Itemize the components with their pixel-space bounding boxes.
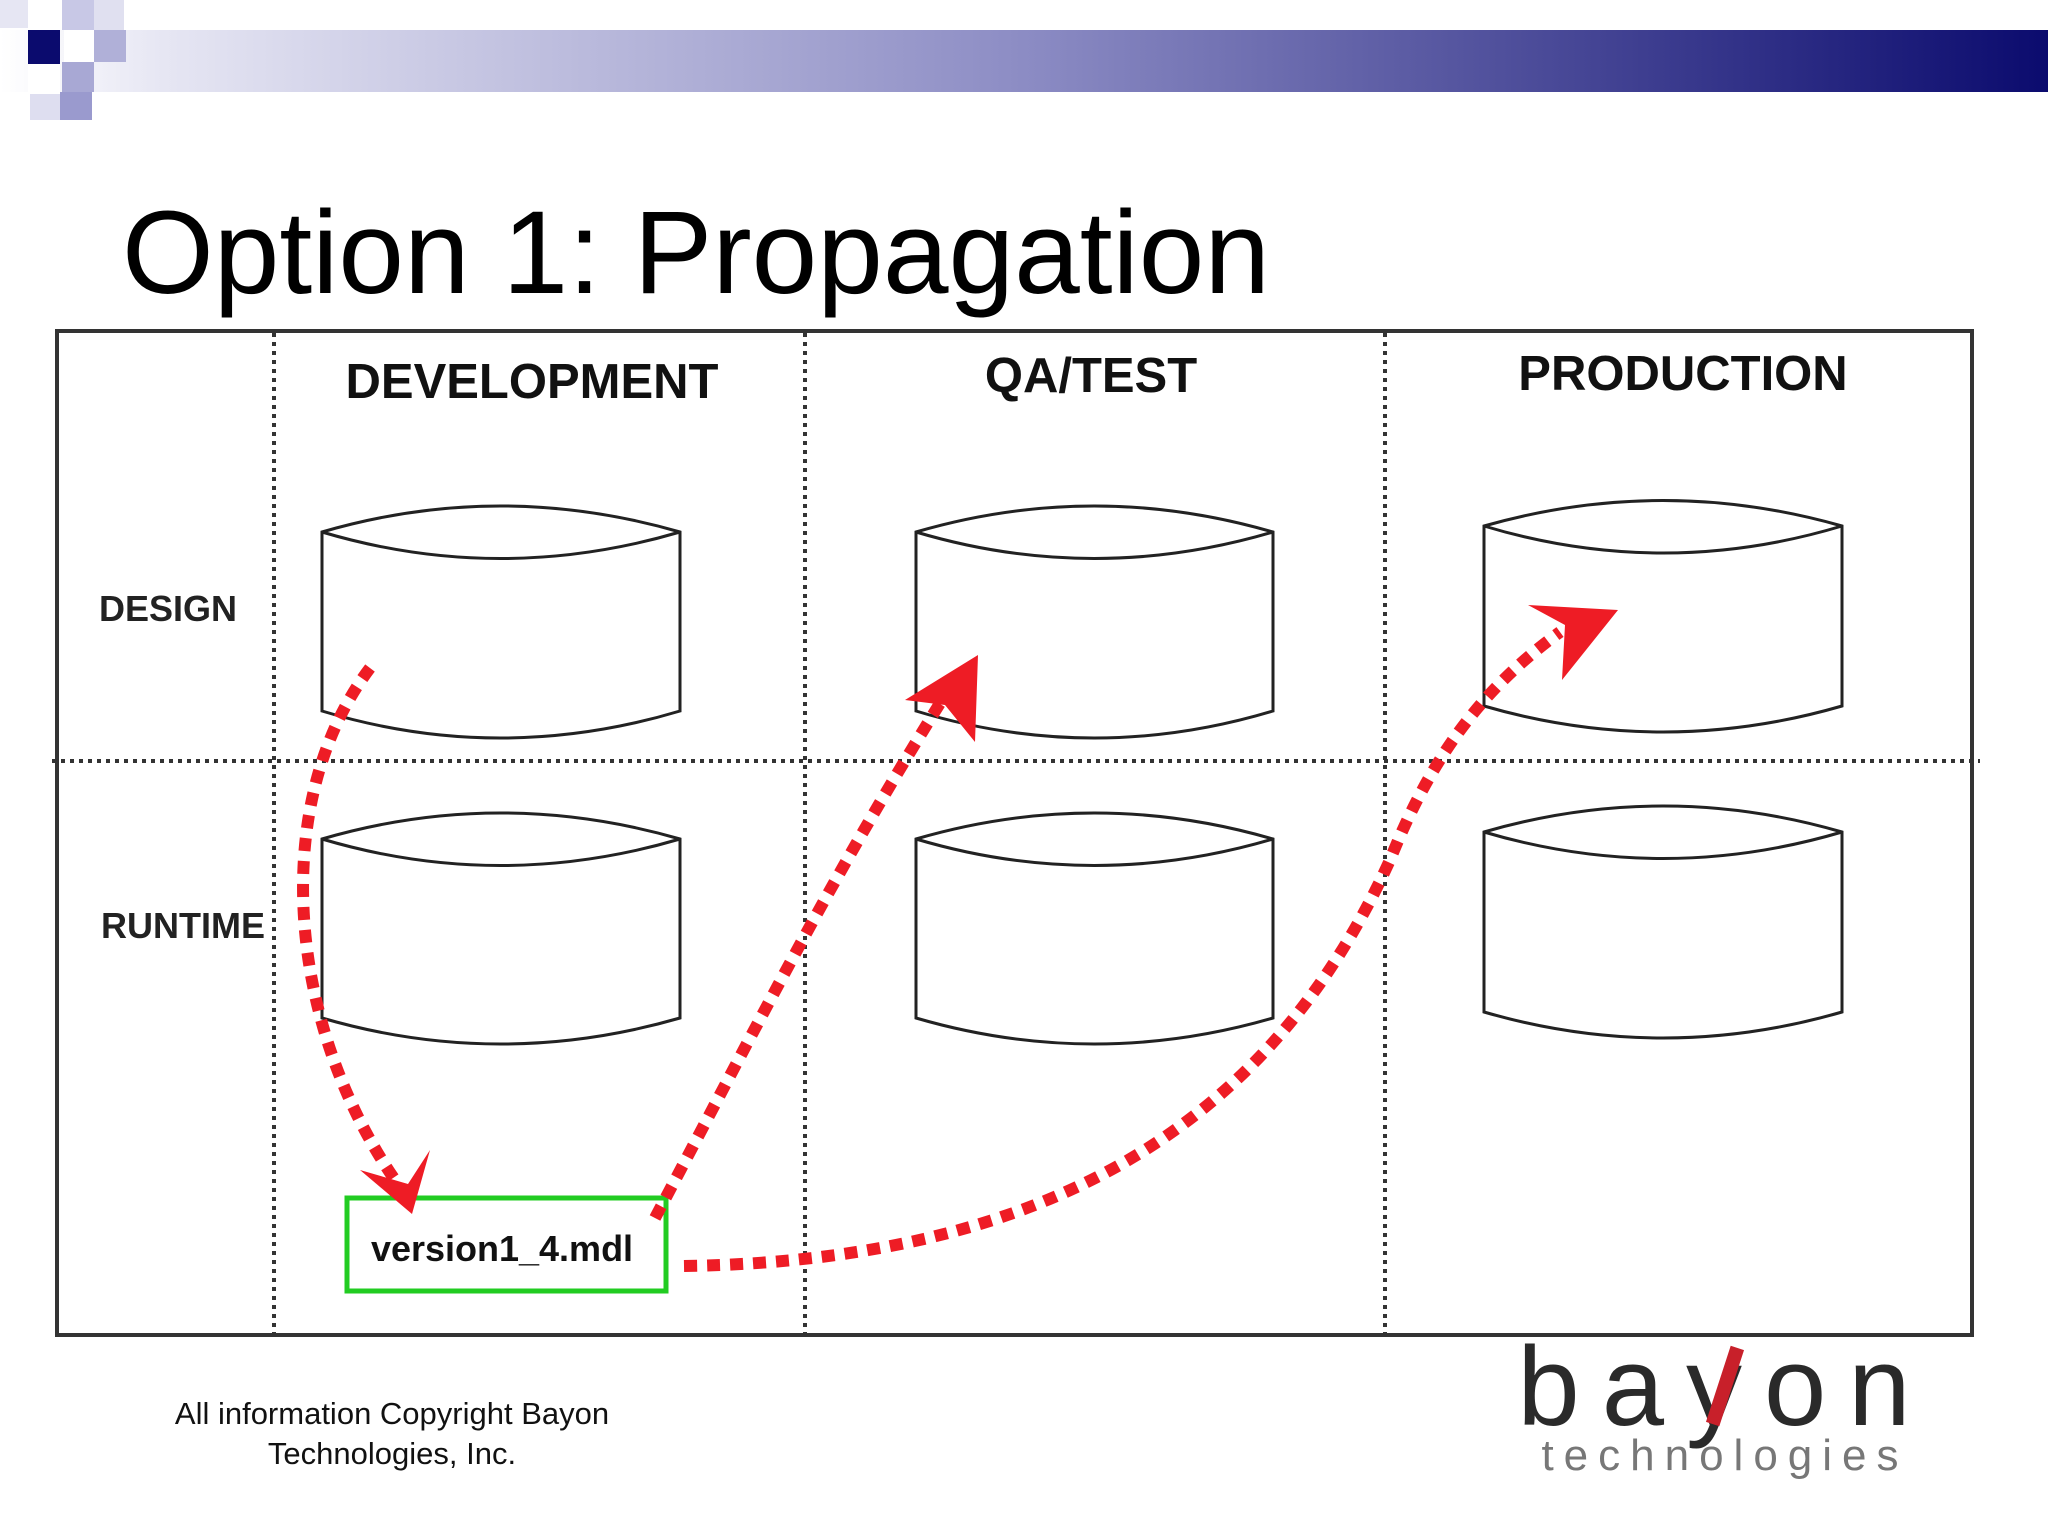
model-file-label: version1_4.mdl — [371, 1228, 633, 1269]
arrowhead-to-prod-design — [1528, 605, 1618, 680]
dev-design-repository-cylinder — [320, 504, 682, 740]
bayon-logo: bayon technologies — [1517, 1324, 1932, 1480]
dev-runtime-repository-cylinder — [320, 811, 682, 1046]
model-file-box — [344, 1195, 669, 1294]
copyright-line-2: Technologies, Inc. — [267, 1436, 517, 1471]
arrow-file-to-prod-design — [683, 627, 1564, 1272]
logo-subword: technologies — [1541, 1431, 1908, 1480]
row-label-design: DESIGN — [99, 588, 237, 629]
column-header-production: PRODUCTION — [1518, 347, 1847, 401]
page-title: Option 1: Propagation — [122, 187, 1270, 319]
banner-squares-icon — [0, 0, 126, 120]
prod-design-repository-cylinder — [1482, 499, 1844, 734]
row-label-runtime: RUNTIME — [101, 905, 265, 946]
copyright-line-1: All information Copyright Bayon — [174, 1396, 610, 1431]
banner-gradient-bar — [0, 30, 2048, 92]
prod-runtime-repository-cylinder — [1482, 804, 1844, 1040]
arrowhead-to-qa-design — [905, 655, 978, 742]
logo-accent-mark — [1705, 1345, 1745, 1427]
column-header-qa-test: QA/TEST — [985, 349, 1197, 403]
arrowhead-to-file — [360, 1150, 430, 1214]
logo-wordmark: bayon — [1517, 1324, 1932, 1449]
qa-design-repository-cylinder — [914, 504, 1275, 740]
qa-runtime-repository-cylinder — [914, 811, 1275, 1046]
arrow-design-to-file — [297, 664, 400, 1184]
propagation-diagram: DEVELOPMENT QA/TEST PRODUCTION DESIGN RU… — [52, 329, 1980, 1337]
column-header-development: DEVELOPMENT — [346, 355, 719, 409]
copyright-footer: All information Copyright Bayon Technolo… — [150, 1394, 634, 1474]
header-banner — [0, 0, 2048, 120]
arrow-file-to-qa-design — [649, 696, 948, 1221]
